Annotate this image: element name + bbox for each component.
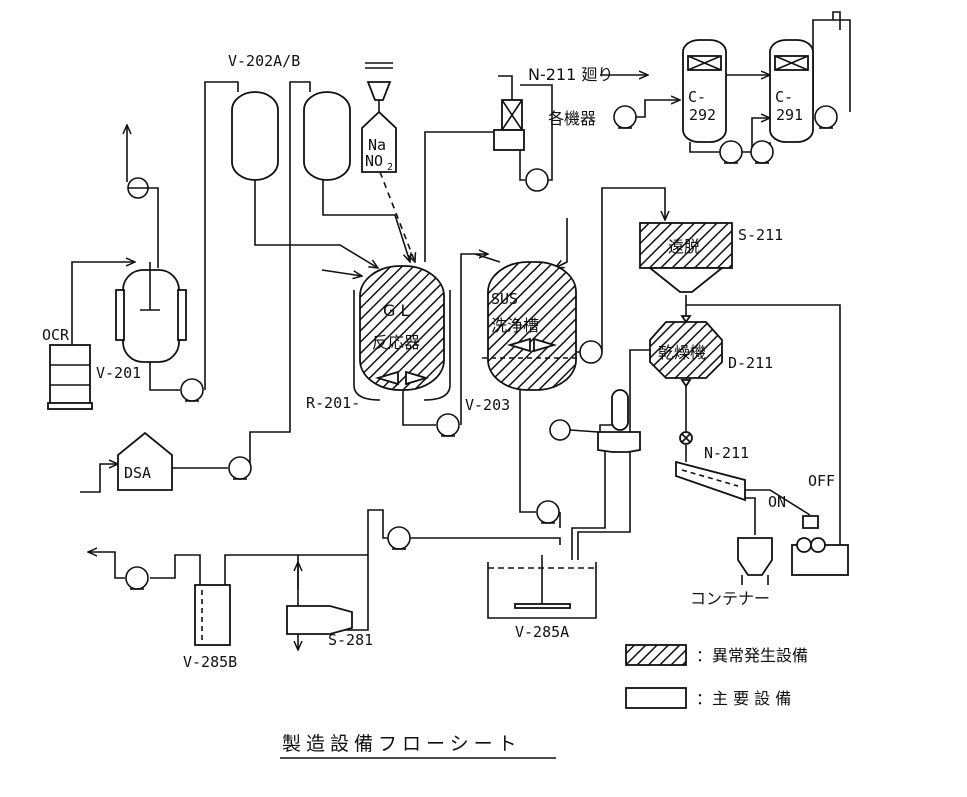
- tank-v285b: [194, 584, 231, 646]
- label-dsa: DSA: [124, 464, 151, 482]
- label-nano2-na: Na: [368, 136, 386, 154]
- label-v201: V-201: [96, 364, 141, 382]
- pump-icon: [436, 413, 460, 437]
- legend-label-abnormal: ：異常発生設備: [696, 646, 808, 665]
- sieve-n211: [675, 460, 746, 502]
- dryer-d211: [649, 315, 723, 388]
- legend-label-main: ：主 要 設 備: [696, 689, 791, 708]
- label-c292-a: C-: [688, 88, 706, 106]
- label-r201: R-201-: [306, 394, 360, 412]
- label-v203: V-203: [465, 396, 510, 414]
- bagging-unit-off: [791, 515, 849, 576]
- diagram-title: 製造設備フローシート: [280, 733, 556, 759]
- tank-v285a: [487, 555, 597, 619]
- label-s211-tag: S-211: [738, 226, 783, 244]
- piping-lines: [71, 11, 851, 650]
- centrifuge-s211: [639, 222, 733, 293]
- label-d211-tag: D-211: [728, 354, 773, 372]
- pump-icon: [536, 500, 560, 524]
- label-on: ON: [768, 493, 786, 511]
- legend-swatch-main: [625, 687, 687, 709]
- cyclone: [597, 389, 641, 453]
- pump-icon: [127, 177, 149, 199]
- filter-s281: [286, 605, 353, 635]
- pump-icon: [125, 566, 149, 590]
- label-s281: S-281: [328, 631, 373, 649]
- pump-icon: [549, 419, 599, 441]
- label-c291-b: 291: [776, 106, 803, 124]
- label-n211-bottom: N-211: [704, 444, 749, 462]
- label-ocr: OCR: [42, 326, 70, 344]
- tank-sus-v203: [482, 261, 582, 391]
- label-s211-text: 遠脱: [668, 237, 700, 256]
- label-kakukiki: 各機器: [548, 109, 596, 128]
- drum-ocr: [47, 344, 93, 410]
- label-v202ab: V-202A/B: [228, 52, 300, 70]
- label-sus: SUS: [491, 290, 518, 308]
- pump-icon: [228, 456, 252, 480]
- vessel-v202a: [231, 91, 279, 181]
- label-d211-text: 乾燥機: [658, 343, 706, 362]
- label-nano2-sub: 2: [387, 162, 393, 173]
- label-c292-b: 292: [689, 106, 716, 124]
- label-sus-tank: 洗浄槽: [491, 316, 539, 335]
- pumps: [125, 105, 838, 590]
- equipment-labels: V-202A/B Na NO 2 N-211 廻り 各機器 C- 292 C- …: [42, 52, 835, 671]
- label-container: コンテナー: [690, 589, 770, 608]
- title-text: 製造設備フローシート: [282, 733, 522, 755]
- pump-icon: [750, 140, 774, 164]
- label-gl-reactor: 反応器: [372, 333, 420, 352]
- hopper-nano2: [361, 62, 397, 173]
- column-c292: [682, 39, 727, 143]
- label-nano2-no: NO: [365, 152, 383, 170]
- pump-icon: [814, 105, 838, 129]
- vessel-v201: [115, 262, 187, 363]
- container-hopper: [737, 537, 773, 585]
- pump-icon: [387, 526, 411, 550]
- vessel-v202b: [303, 91, 351, 181]
- label-off: OFF: [808, 472, 835, 490]
- pump-icon: [613, 105, 637, 129]
- condenser-n211: [493, 99, 525, 151]
- pump-icon: [719, 140, 743, 164]
- pump-icon: [525, 168, 549, 192]
- tank-dsa: [117, 431, 173, 491]
- reactor-r201: [353, 265, 451, 401]
- label-gl: G L: [383, 301, 409, 320]
- label-v285a: V-285A: [515, 623, 569, 641]
- pump-icon: [180, 378, 204, 402]
- legend: ：異常発生設備 ：主 要 設 備: [625, 644, 808, 709]
- column-c291: [769, 39, 814, 143]
- rotary-valve: [679, 431, 693, 445]
- label-v285b: V-285B: [183, 653, 237, 671]
- label-c291-a: C-: [775, 88, 793, 106]
- pump-icon: [579, 340, 603, 364]
- legend-swatch-abnormal: [625, 644, 687, 666]
- label-n211-top: N-211 廻り: [528, 65, 613, 84]
